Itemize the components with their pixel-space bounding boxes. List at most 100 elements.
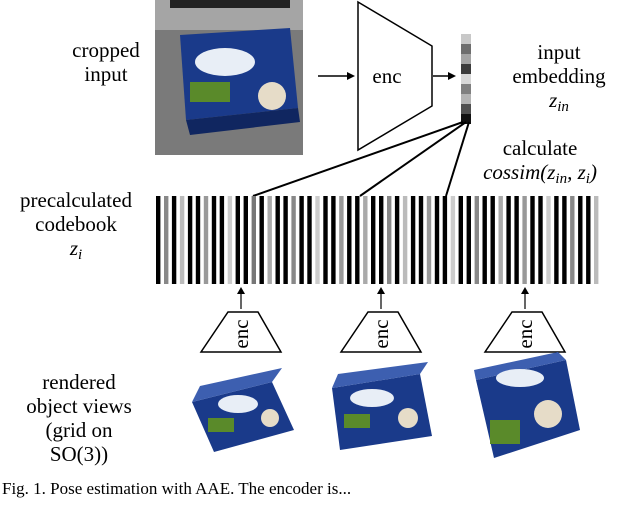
- arrow-encoder-to-embedding: [433, 72, 456, 80]
- embedding-cell: [461, 54, 471, 64]
- z-in-symbol: zin: [549, 88, 569, 115]
- codebook-bar: [203, 196, 209, 284]
- embedding-cell: [461, 114, 471, 124]
- cossim-expression: cossim(zin, zi): [483, 160, 597, 187]
- codebook-bar: [594, 196, 599, 284]
- codebook-bar: [450, 196, 456, 284]
- cropped-input-line1: cropped: [72, 38, 140, 62]
- codebook-bar: [466, 196, 471, 284]
- small-encoder-2: [339, 287, 423, 353]
- codebook-bar: [291, 196, 296, 284]
- codebook-bar: [546, 196, 551, 284]
- codebook-label: precalculated codebook zi: [2, 188, 150, 267]
- codebook-bar: [402, 196, 408, 284]
- arrow-up-icon: [237, 287, 245, 294]
- cropped-input-line2: input: [84, 62, 128, 86]
- photo-box-bottom: [186, 108, 300, 135]
- codebook-bar: [410, 196, 416, 284]
- encoder-main-label: enc: [372, 64, 402, 88]
- small-encoder-3-label: enc: [513, 319, 537, 349]
- codebook-bar: [315, 196, 320, 284]
- input-embedding-vector: [461, 34, 471, 124]
- rendered-line1: rendered: [42, 370, 116, 394]
- codebook-bar: [578, 196, 583, 284]
- codebook-bar: [347, 196, 352, 284]
- small-encoder-1-shape: [199, 311, 283, 353]
- codebook-bar: [474, 196, 479, 284]
- codebook-bar: [219, 196, 225, 284]
- input-embedding-line2: embedding: [512, 64, 606, 88]
- calculate-line1: calculate: [502, 136, 578, 160]
- codebook-bar: [275, 196, 280, 284]
- embedding-cell: [461, 34, 471, 44]
- codebook-bar: [426, 196, 432, 284]
- figure-caption: Fig. 1. Pose estimation with AAE. The en…: [2, 479, 352, 498]
- codebook-bar: [458, 196, 463, 284]
- embedding-cell: [461, 64, 471, 74]
- codebook-bar: [482, 196, 487, 284]
- rendered-line2: object views: [26, 394, 132, 418]
- similarity-line-1: [252, 121, 464, 197]
- embedding-cell: [461, 104, 471, 114]
- photo-box-green: [190, 82, 230, 102]
- codebook-bar: [323, 196, 328, 284]
- arrow-photo-to-encoder: [318, 72, 355, 80]
- z-i-symbol: zi: [69, 236, 83, 263]
- codebook-bar: [530, 196, 535, 284]
- codebook-bar: [267, 196, 272, 284]
- codebook-bar: [156, 196, 161, 284]
- photo-box-bowl: [258, 82, 286, 110]
- rendered-views-label: rendered object views (grid on SO(3)): [4, 370, 154, 466]
- codebook-bar: [339, 196, 344, 284]
- rendered-view-1: [192, 368, 294, 452]
- rendered-line4: SO(3)): [49, 442, 109, 466]
- codebook-bar: [514, 196, 519, 284]
- codebook-bar: [434, 196, 440, 284]
- photo-top-object: [170, 0, 290, 8]
- codebook-bar: [171, 196, 177, 284]
- codebook-bar: [387, 196, 392, 284]
- codebook-bar: [418, 196, 424, 284]
- embedding-cell: [461, 84, 471, 94]
- codebook-bar: [554, 196, 559, 284]
- similarity-lines: [252, 121, 470, 197]
- small-encoder-2-shape: [339, 311, 423, 353]
- embedding-cell: [461, 74, 471, 84]
- codebook-bar: [283, 196, 288, 284]
- cropped-input-label: cropped input: [60, 38, 152, 86]
- codebook-bar: [498, 196, 503, 284]
- codebook-bar: [394, 196, 400, 284]
- similarity-line-3: [445, 121, 470, 197]
- codebook-bar: [243, 196, 248, 284]
- codebook-bar: [299, 196, 304, 284]
- input-embedding-label: input embedding zin: [504, 40, 614, 119]
- codebook-bar: [179, 196, 185, 284]
- small-encoder-1-label: enc: [229, 319, 253, 349]
- codebook-bar: [522, 196, 527, 284]
- input-embedding-line1: input: [537, 40, 581, 64]
- rendered-line3: (grid on: [45, 418, 113, 442]
- rendered-view-2: [332, 362, 432, 450]
- codebook-bar: [251, 196, 256, 284]
- arrow-up-icon: [521, 287, 529, 294]
- codebook-bar: [490, 196, 495, 284]
- codebook-bar: [331, 196, 336, 284]
- photo-box-logo: [195, 48, 255, 76]
- encoder-main-shape: [357, 0, 433, 152]
- small-encoder-2-label: enc: [369, 319, 393, 349]
- calculate-label: calculate cossim(zin, zi): [450, 136, 630, 191]
- codebook-bar: [235, 196, 240, 284]
- codebook-bar: [379, 196, 384, 284]
- embedding-cell: [461, 94, 471, 104]
- codebook-bar: [195, 196, 201, 284]
- arrow-up-icon: [377, 287, 385, 294]
- codebook-bar: [164, 196, 169, 284]
- small-encoder-1: [199, 287, 283, 353]
- codebook-bar: [506, 196, 511, 284]
- codebook-line2: codebook: [35, 212, 117, 236]
- codebook-bar: [355, 196, 360, 284]
- codebook-bar: [586, 196, 591, 284]
- codebook-bar: [211, 196, 217, 284]
